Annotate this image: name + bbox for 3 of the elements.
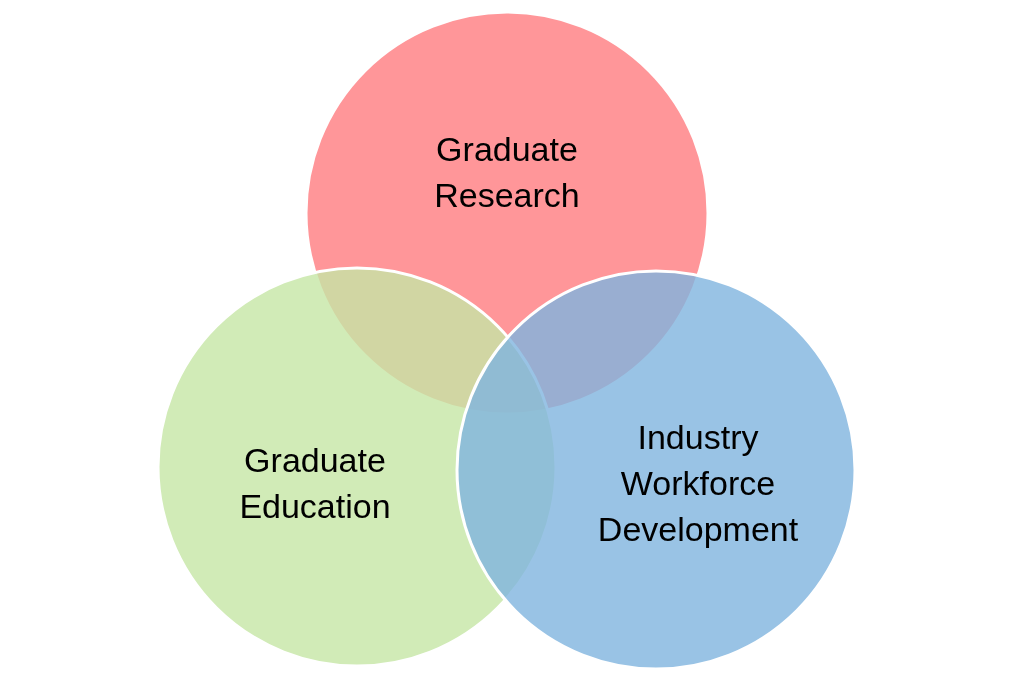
circle-label: Industry Workforce Development: [596, 417, 800, 550]
circle-label: Graduate Research: [433, 129, 581, 216]
circle-label: Graduate Education: [238, 440, 392, 527]
